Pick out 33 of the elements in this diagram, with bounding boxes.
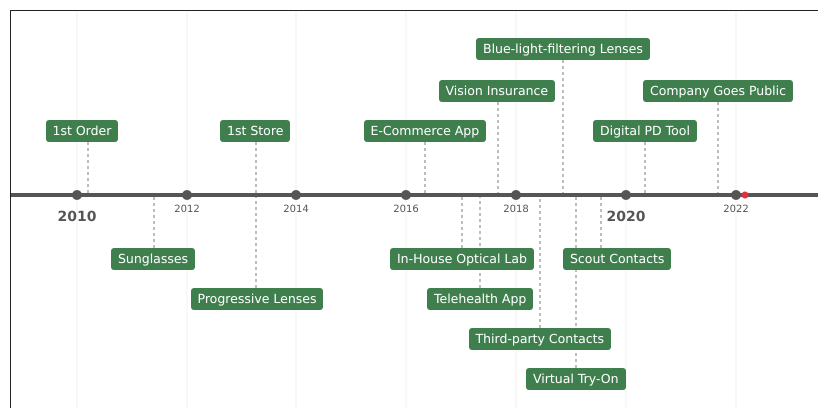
event-label: Progressive Lenses <box>190 288 324 310</box>
leader-line <box>539 197 541 328</box>
event-label: Scout Contacts <box>563 248 672 270</box>
event-label: Blue-light-filtering Lenses <box>476 38 650 60</box>
event-label: Third-party Contacts <box>468 328 612 350</box>
year-label: 2022 <box>723 204 749 215</box>
leader-line <box>424 142 426 193</box>
event-label: 1st Store <box>220 120 290 142</box>
event-label: Sunglasses <box>111 248 196 270</box>
leader-line <box>644 142 646 193</box>
event-label: In-House Optical Lab <box>390 248 534 270</box>
leader-line <box>562 60 564 193</box>
year-label: 2018 <box>503 204 529 215</box>
leader-line <box>255 197 257 288</box>
leader-line <box>600 197 602 248</box>
event-label: Digital PD Tool <box>593 120 697 142</box>
year-label: 2012 <box>174 204 200 215</box>
event-label: Telehealth App <box>427 288 534 310</box>
year-label: 2010 <box>58 209 96 225</box>
leader-line <box>717 102 719 193</box>
year-label: 2014 <box>283 204 309 215</box>
leader-line <box>87 142 89 193</box>
event-label: Virtual Try-On <box>526 368 626 390</box>
event-label: Vision Insurance <box>438 80 556 102</box>
leader-line <box>461 197 463 248</box>
event-label: 1st Order <box>46 120 118 142</box>
event-label: Company Goes Public <box>643 80 793 102</box>
leader-line <box>255 142 257 193</box>
year-label: 2016 <box>393 204 419 215</box>
leader-line <box>497 102 499 193</box>
event-label: E-Commerce App <box>364 120 486 142</box>
leader-line <box>153 197 155 248</box>
year-label: 2020 <box>606 209 646 225</box>
